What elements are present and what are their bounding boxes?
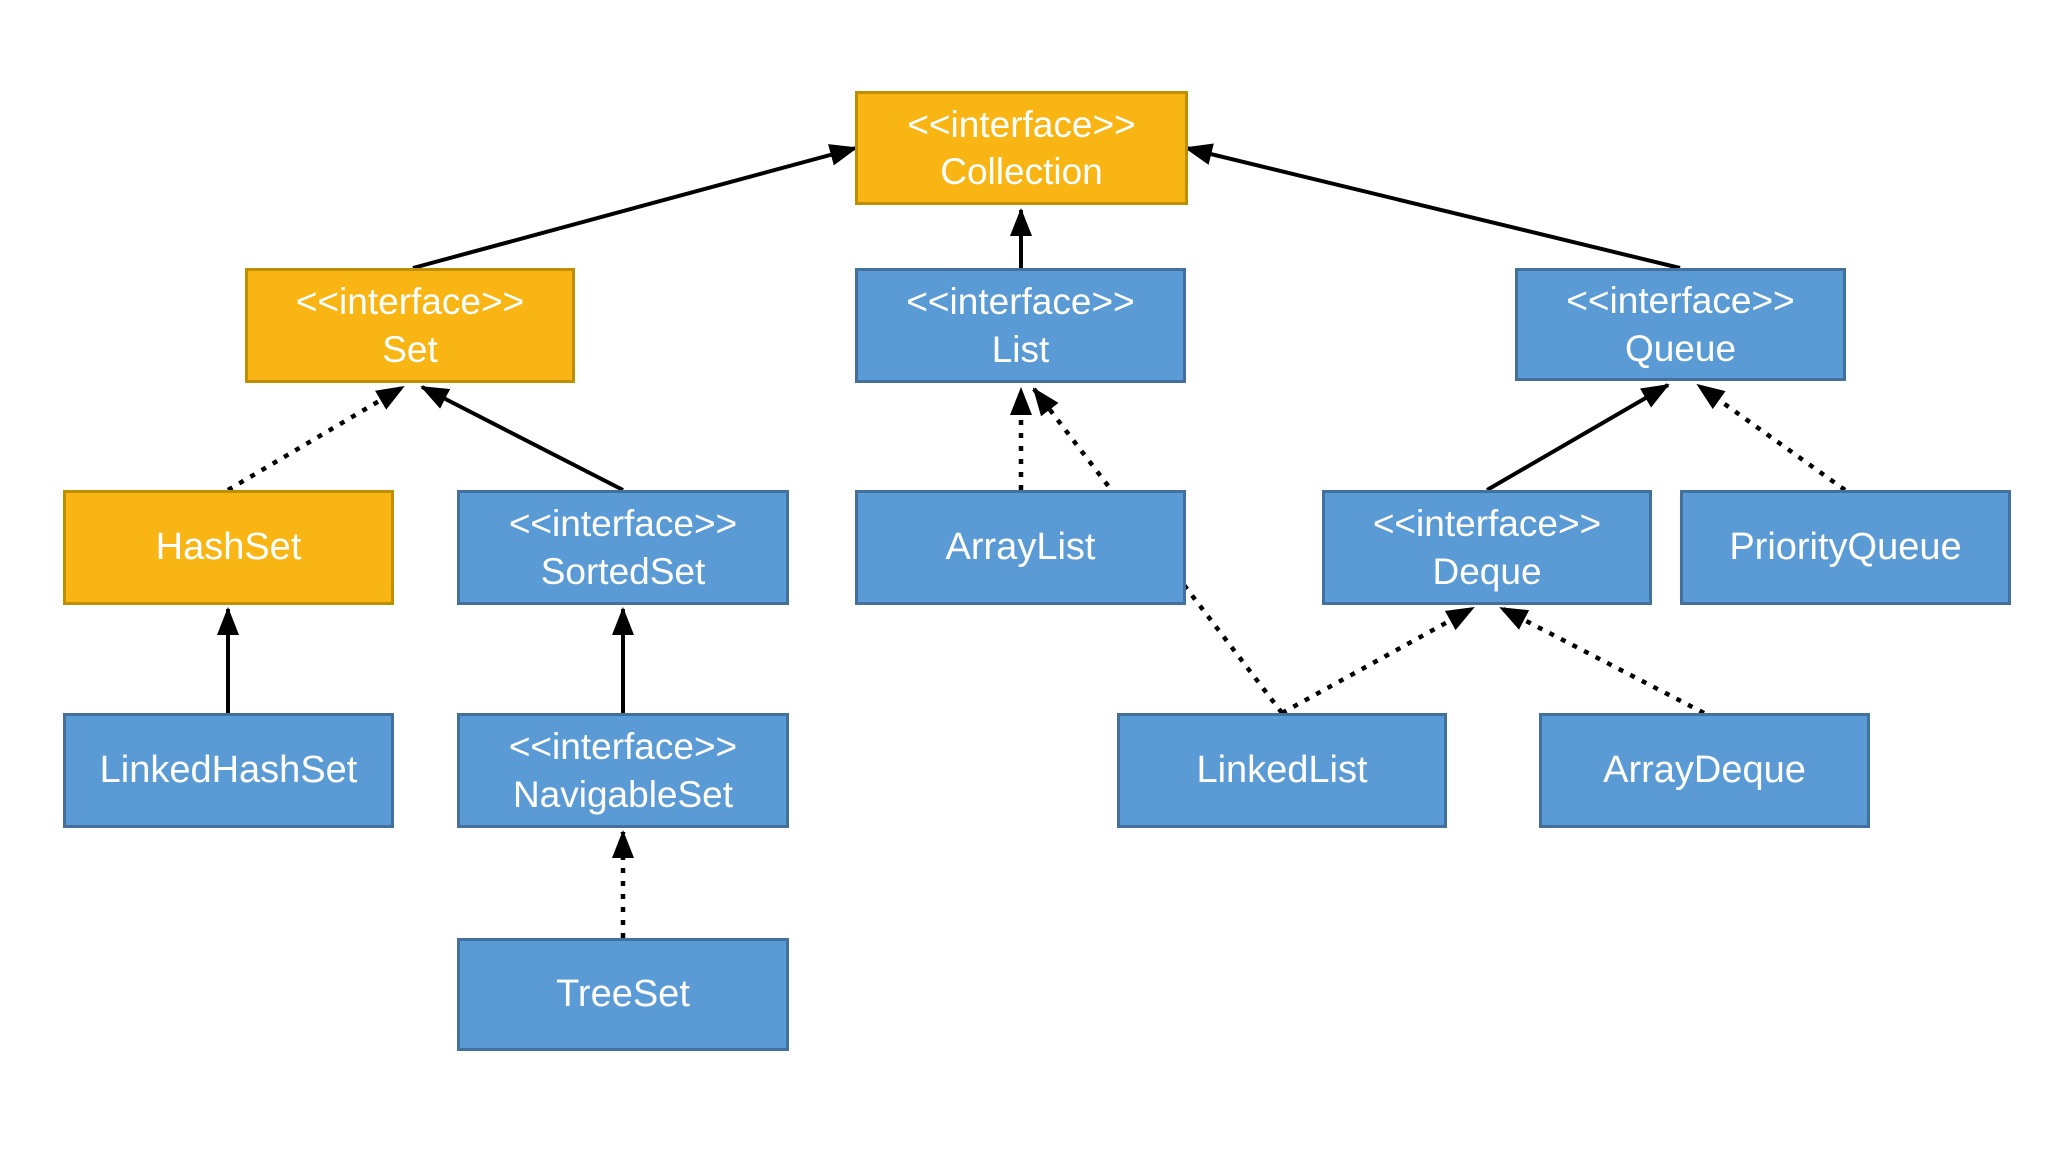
node-linkedlist-label: LinkedList xyxy=(1196,749,1368,792)
node-list-stereotype: <<interface>> xyxy=(906,281,1135,323)
edge-hashset-to-set xyxy=(226,385,405,492)
node-arraylist-label: ArrayList xyxy=(945,526,1096,569)
node-list: <<interface>> List xyxy=(855,268,1186,383)
node-queue-stereotype: <<interface>> xyxy=(1566,280,1795,322)
node-arraydeque-label: ArrayDeque xyxy=(1603,749,1806,792)
edge-sortedset-to-set xyxy=(420,385,624,492)
node-set-label: Set xyxy=(382,328,438,370)
node-set: <<interface>> Set xyxy=(245,268,575,383)
node-navigableset-stereotype: <<interface>> xyxy=(508,726,738,768)
node-priorityqueue: PriorityQueue xyxy=(1680,490,2011,605)
node-sortedset: <<interface>> SortedSet xyxy=(457,490,789,605)
node-treeset-label: TreeSet xyxy=(556,973,690,1016)
edge-arraydeque-to-deque xyxy=(1499,606,1706,715)
node-treeset: TreeSet xyxy=(457,938,789,1051)
node-queue: <<interface>> Queue xyxy=(1515,268,1846,381)
node-list-label: List xyxy=(991,328,1050,370)
node-priorityqueue-label: PriorityQueue xyxy=(1729,526,1962,569)
node-hashset: HashSet xyxy=(63,490,394,605)
node-sortedset-label: SortedSet xyxy=(540,550,706,592)
edge-set-to-collection xyxy=(412,144,858,270)
node-set-stereotype: <<interface>> xyxy=(295,281,525,323)
node-hashset-label: HashSet xyxy=(155,526,302,569)
node-navigableset-label: NavigableSet xyxy=(512,773,734,815)
node-collection-stereotype: <<interface>> xyxy=(907,103,1136,145)
edge-queue-to-collection xyxy=(1184,143,1681,270)
node-arraydeque: ArrayDeque xyxy=(1539,713,1870,828)
node-deque-stereotype: <<interface>> xyxy=(1372,503,1602,545)
edge-deque-to-queue xyxy=(1485,383,1670,492)
node-linkedlist: LinkedList xyxy=(1117,713,1447,828)
node-deque: <<interface>> Deque xyxy=(1322,490,1652,605)
node-arraylist: ArrayList xyxy=(855,490,1186,605)
node-linkedhashset: LinkedHashSet xyxy=(63,713,394,828)
node-queue-label: Queue xyxy=(1624,327,1737,369)
node-deque-label: Deque xyxy=(1432,550,1542,592)
node-linkedhashset-label: LinkedHashSet xyxy=(99,749,358,792)
node-sortedset-stereotype: <<interface>> xyxy=(508,503,738,545)
node-navigableset: <<interface>> NavigableSet xyxy=(457,713,789,828)
node-collection: <<interface>> Collection xyxy=(855,91,1188,205)
edge-linkedlist-to-deque xyxy=(1280,606,1475,715)
edge-priorityqueue-to-queue xyxy=(1696,383,1847,492)
node-collection-label: Collection xyxy=(940,151,1103,192)
edge-linkedlist-to-list xyxy=(1032,387,1284,715)
